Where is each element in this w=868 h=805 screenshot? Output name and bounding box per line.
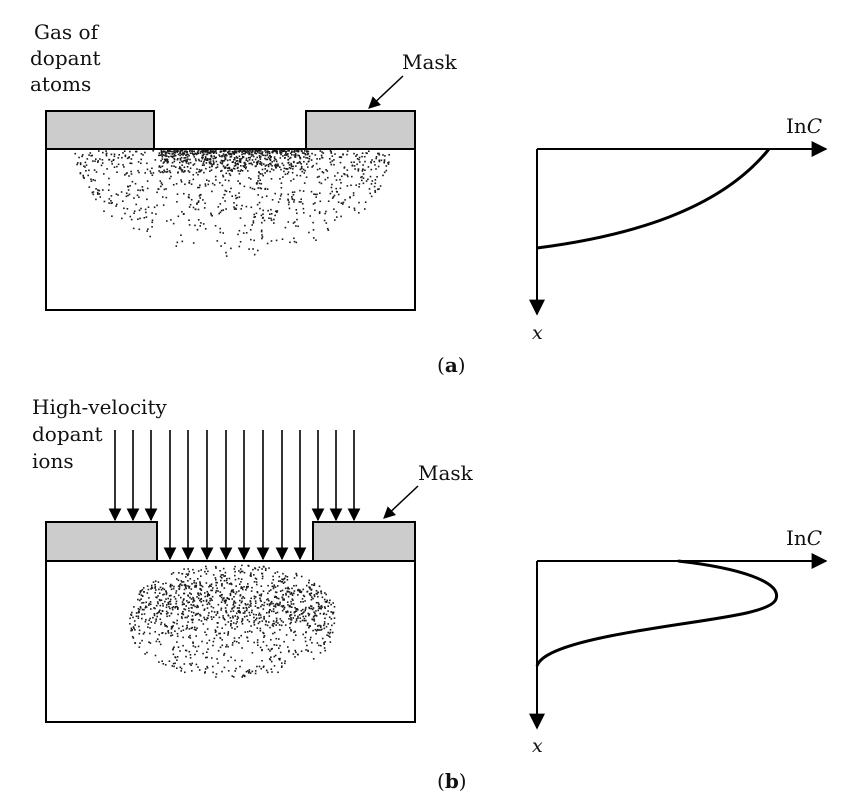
- caption-a: (a): [437, 353, 466, 377]
- depth-label-b: x: [532, 735, 543, 757]
- mask-label-b: Mask: [418, 461, 474, 485]
- dopant-cloud-b: [129, 564, 336, 678]
- mask-right-a: [305, 110, 416, 150]
- substrate-b: [45, 560, 416, 723]
- gas-label-line-2: dopant: [30, 46, 101, 70]
- ion-label-line-1: High-velocity: [32, 395, 167, 419]
- panel-a: Gas of dopant atoms Mask InC x (a): [30, 20, 828, 377]
- ion-label-line-3: ions: [32, 449, 74, 473]
- lnc-label-b: InC: [786, 526, 822, 550]
- lnc-label-a: InC: [786, 114, 822, 138]
- diagonal-arrow-icon: [383, 485, 419, 519]
- substrate-a: [45, 148, 416, 311]
- mask-label-a: Mask: [402, 50, 458, 74]
- mask-left-a: [45, 110, 155, 150]
- incoming-ion-arrows: [108, 430, 361, 561]
- gas-label-line-3: atoms: [30, 72, 91, 96]
- mask-right-b: [312, 521, 416, 562]
- panel-b: High-velocity dopant ions Mask InC x (b): [32, 395, 828, 793]
- caption-b: (b): [437, 769, 467, 793]
- diagonal-arrow-icon: [368, 75, 404, 109]
- dopant-cloud-a: [74, 150, 390, 257]
- concentration-profile-a: [536, 148, 771, 250]
- depth-label-a: x: [532, 322, 543, 344]
- ion-label-line-2: dopant: [32, 422, 103, 446]
- concentration-profile-b: [535, 559, 779, 667]
- gas-label-line-1: Gas of: [34, 20, 100, 44]
- mask-left-b: [45, 521, 158, 562]
